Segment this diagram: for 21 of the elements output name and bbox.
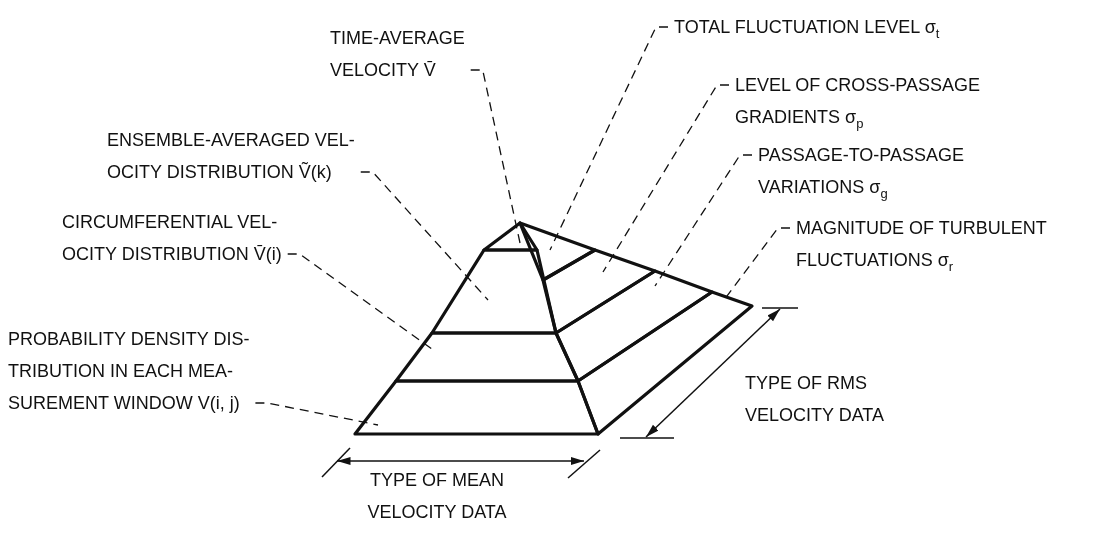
leader-line [254, 402, 379, 426]
callout-text: TIME-AVERAGE VELOCITY V̄ [330, 27, 465, 82]
leader-line [654, 154, 753, 287]
pyramid-layer [554, 269, 714, 383]
callout-text: PROBABILITY DENSITY DIS- TRIBUTION IN EACH MEA- SUREMENT WINDOW V(i, j) [8, 328, 250, 415]
leader-line [602, 84, 730, 273]
callout-text: CIRCUMFERENTIAL VEL- OCITY DISTRIBUTION V̄(i) [62, 211, 282, 266]
callout-text: ENSEMBLE-AVERAGED VEL- OCITY DISTRIBUTION Ṽ(k) [107, 129, 355, 184]
pyramid-apex-face [518, 221, 597, 282]
pyramid-layer [541, 248, 657, 335]
pyramid-layer [353, 379, 600, 436]
leader-line [470, 69, 521, 244]
leader-line [360, 171, 489, 301]
callout-text: TOTAL FLUCTUATION LEVEL σ$_{t}$ [674, 16, 940, 43]
callout-text: MAGNITUDE OF TURBULENT FLUCTUATIONS σ$_{r}$ [796, 217, 1047, 276]
callout-text: PASSAGE-TO-PASSAGE VARIATIONS σ$_{g}$ [758, 144, 965, 203]
dimension-label: TYPE OF RMS VELOCITY DATA [745, 372, 886, 427]
pyramid-apex-face [482, 221, 539, 252]
leader-line [549, 26, 669, 251]
callout-text: LEVEL OF CROSS-PASSAGE GRADIENTS σ$_{p}$ [735, 74, 981, 133]
dimension-label: TYPE OF MEAN VELOCITY DATA [366, 469, 508, 524]
